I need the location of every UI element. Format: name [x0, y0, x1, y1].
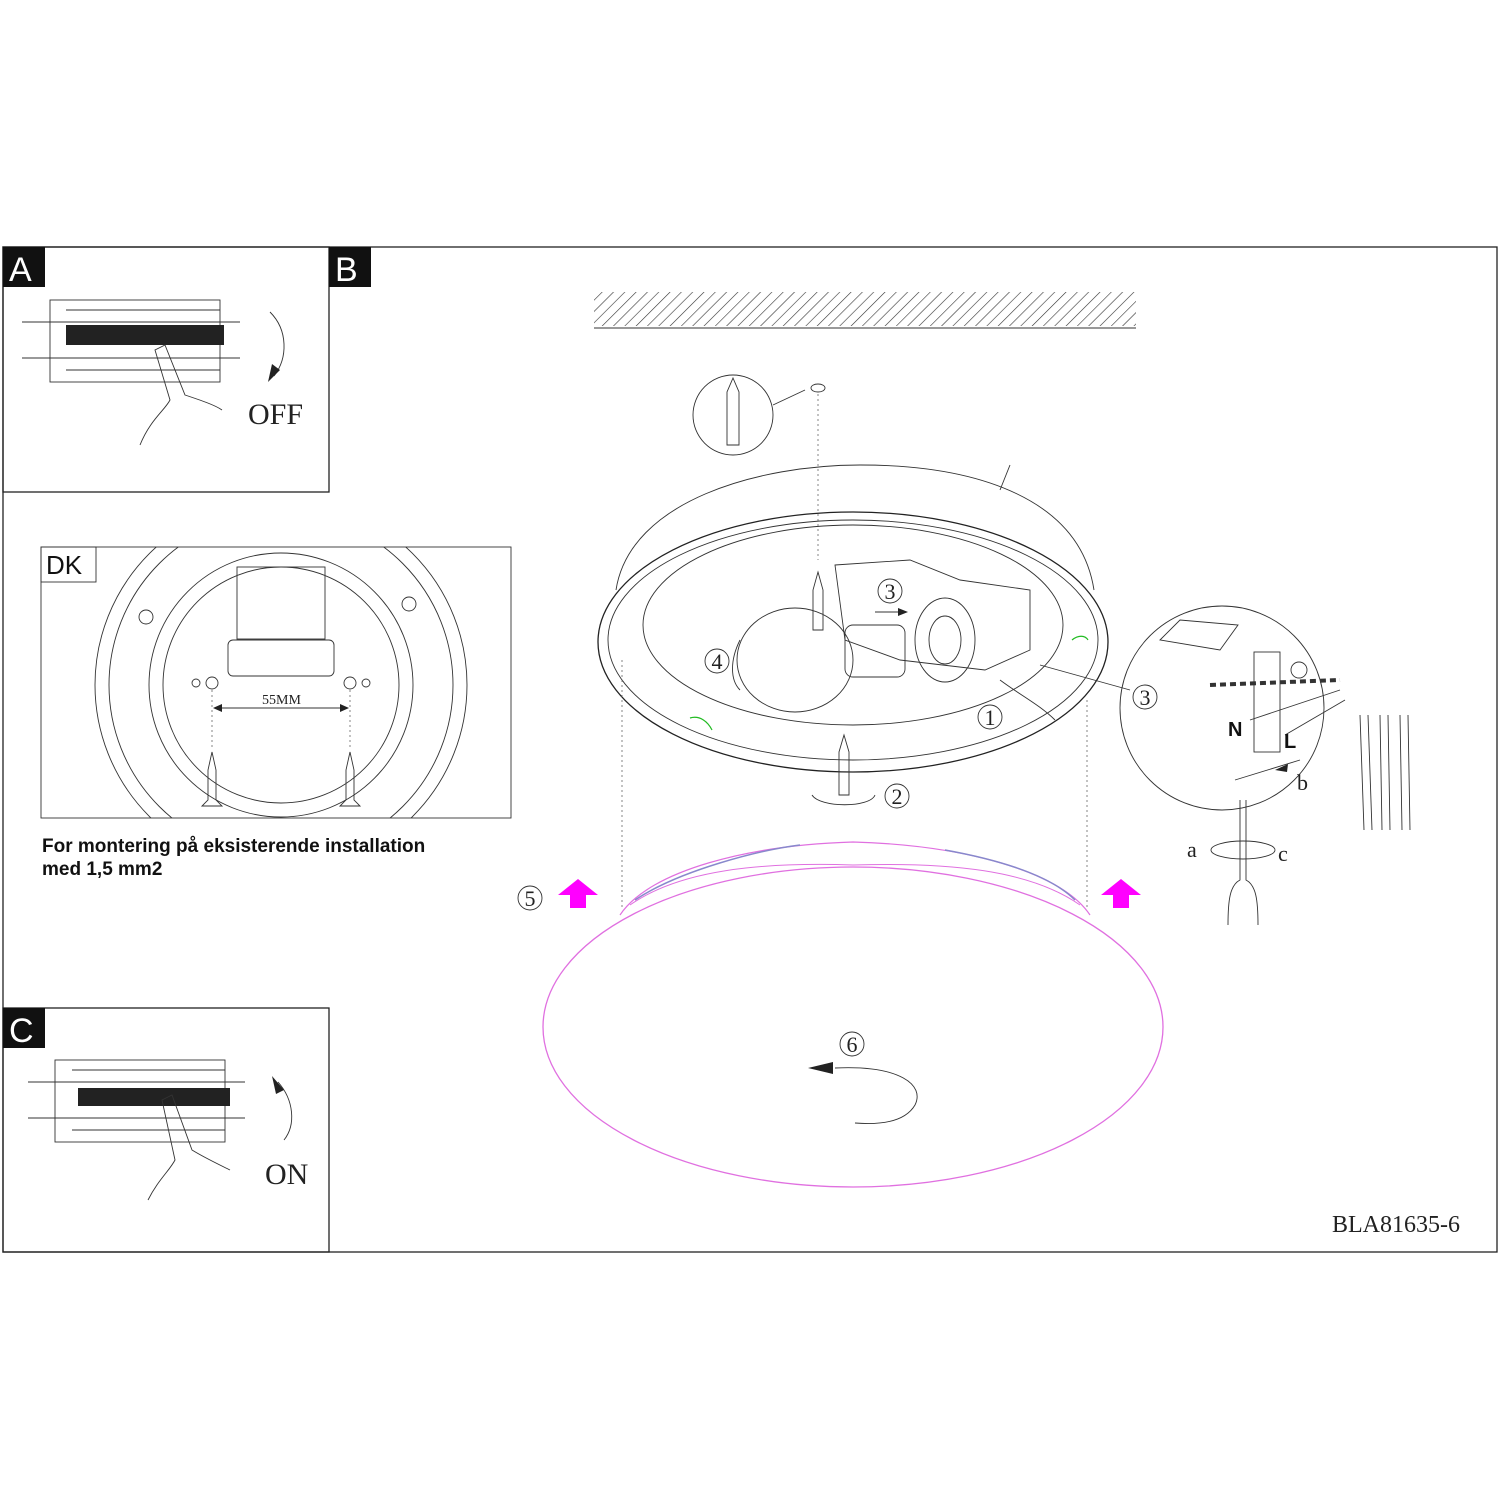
dk-mounting-detail: DK 55MM For montering på eksisterende in… [40, 546, 512, 880]
step-4-label: 4 [712, 649, 723, 674]
dk-label: DK [46, 550, 83, 580]
step-1-label: 1 [985, 705, 996, 730]
rotate-arrow-icon [834, 1067, 918, 1124]
step-2-label: 2 [892, 784, 903, 809]
neutral-label: N [1228, 719, 1242, 741]
panel-c: C ON [2, 1007, 330, 1253]
push-up-arrow-icon [1101, 879, 1141, 908]
b-label: b [1297, 770, 1308, 795]
a-label: a [1187, 837, 1197, 862]
panel-a: A OFF [2, 246, 330, 493]
bulb-base-icon [844, 624, 906, 678]
dimension-label: 55MM [262, 693, 301, 708]
dk-note-line1: For montering på eksisterende installati… [42, 836, 425, 857]
push-up-arrow-icon [558, 879, 598, 908]
screwdriver-icon [1227, 800, 1259, 926]
rotate-up-arrow-icon [277, 1081, 293, 1141]
off-label: OFF [248, 398, 303, 431]
breaker-panel-icon [22, 299, 240, 383]
step-3-detail-label: 3 [1140, 685, 1151, 710]
live-label: L [1284, 731, 1296, 753]
ceiling-hatch [594, 292, 1136, 326]
screw-icon [338, 751, 362, 807]
hand-icon [139, 344, 223, 446]
step-6-label: 6 [847, 1032, 858, 1057]
dk-note-line2: med 1,5 mm2 [42, 859, 162, 880]
c-label: c [1278, 841, 1288, 866]
panel-c-label: C [9, 1012, 34, 1050]
lamp-socket-icon [914, 597, 976, 683]
on-label: ON [265, 1158, 308, 1191]
panel-b-label: B [335, 251, 358, 289]
model-code: BLA81635-6 [1332, 1212, 1460, 1238]
hand-icon [147, 1094, 231, 1201]
step-5-label: 5 [525, 886, 536, 911]
wall-plug-icon [726, 376, 740, 446]
wall-plug-detail [692, 374, 774, 456]
breaker-panel-icon [28, 1059, 245, 1143]
screw-icon [200, 751, 224, 807]
step-3-label: 3 [885, 579, 896, 604]
fixture-base [597, 464, 1131, 806]
outer-frame [2, 246, 1498, 1253]
wiring-detail: N L b a c [1119, 605, 1411, 926]
glass-shade [542, 841, 1164, 1188]
panel-a-label: A [9, 251, 32, 289]
bulb-icon [736, 607, 854, 713]
